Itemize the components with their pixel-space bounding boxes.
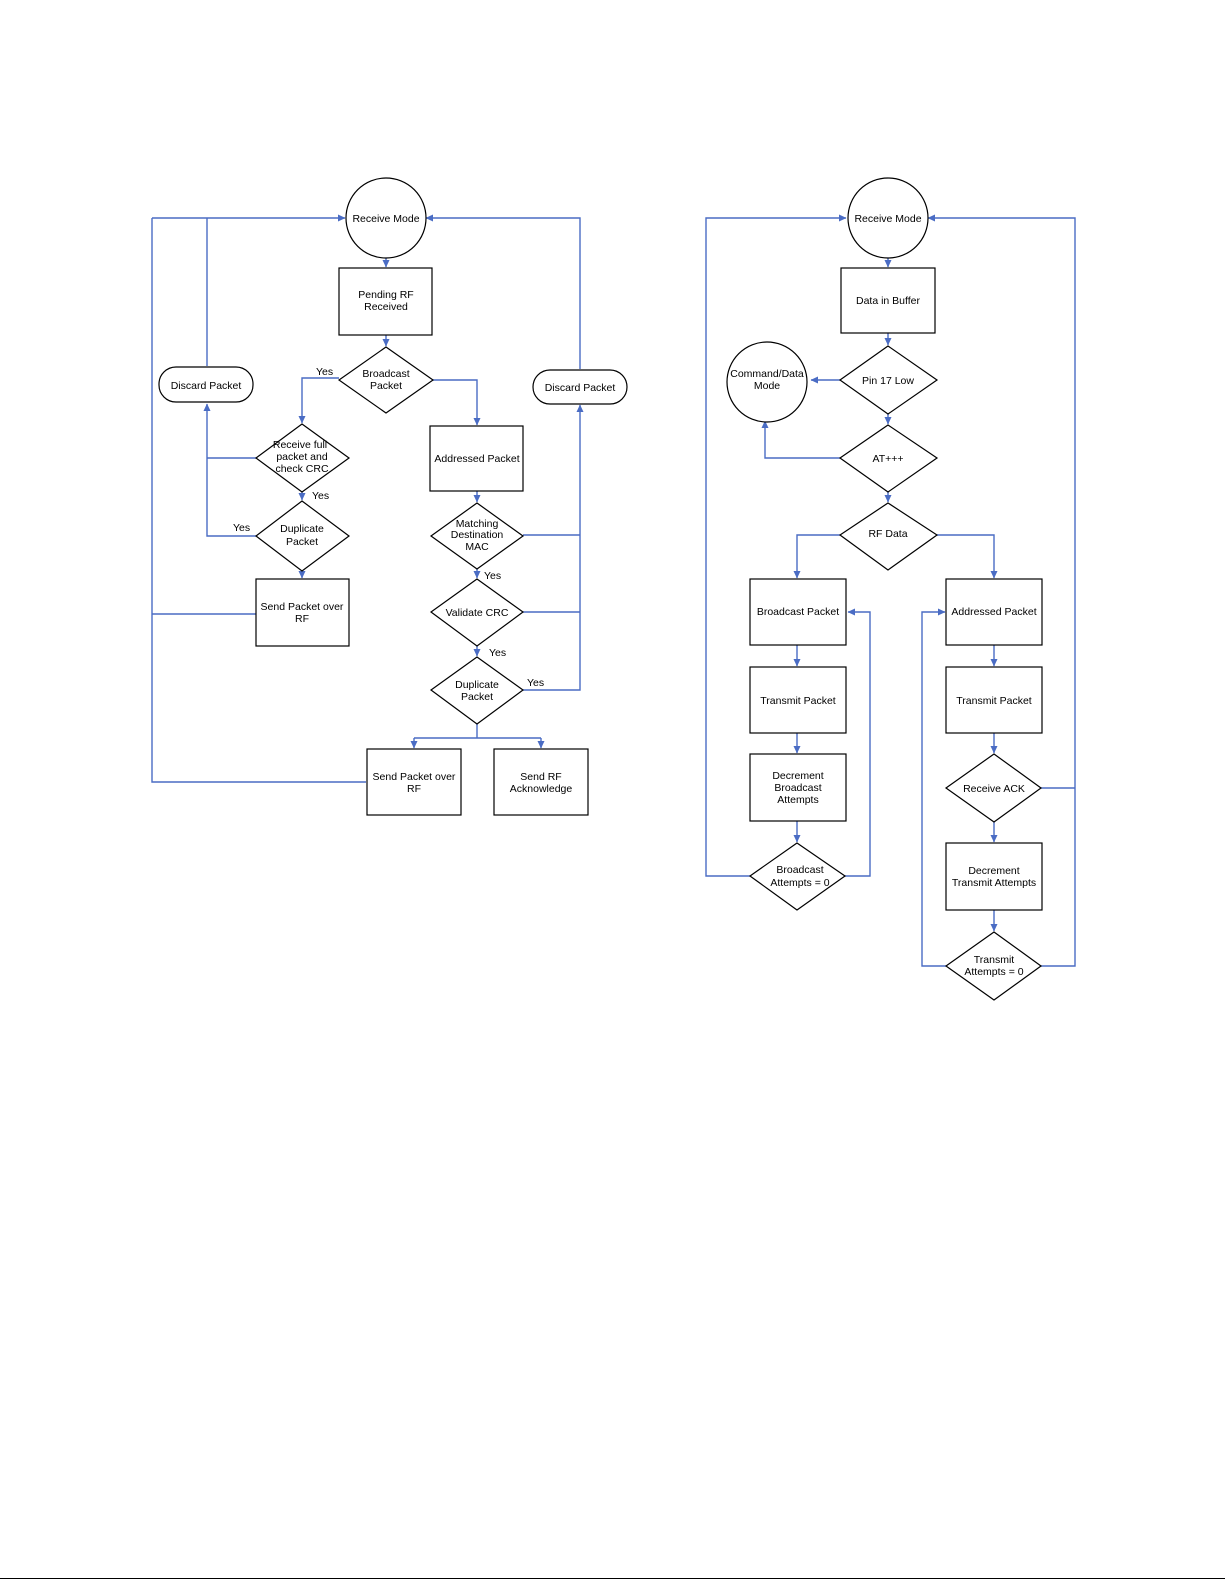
svg-text:Broadcast Packet: Broadcast Packet [757, 606, 839, 618]
svg-text:check CRC: check CRC [275, 463, 329, 475]
svg-text:Command/Data: Command/Data [730, 368, 804, 380]
yes-label: Yes [312, 490, 329, 502]
svg-text:Send RF: Send RF [520, 771, 561, 783]
svg-text:Packet: Packet [370, 380, 402, 392]
svg-text:Discard Packet: Discard Packet [171, 380, 242, 392]
svg-text:Mode: Mode [754, 380, 780, 392]
svg-text:Decrement: Decrement [772, 770, 823, 782]
decrement-broadcast-box: Decrement Broadcast Attempts [749, 753, 847, 822]
svg-text:RF: RF [295, 613, 309, 625]
svg-text:Attempts = 0: Attempts = 0 [770, 877, 829, 889]
rf-data-decision: RF Data [838, 502, 939, 571]
svg-text:Validate CRC: Validate CRC [446, 607, 509, 619]
receive-ack-decision: Receive ACK [944, 753, 1043, 823]
svg-text:Duplicate: Duplicate [455, 679, 499, 691]
matching-mac-decision: Matching Destination MAC [429, 502, 525, 570]
svg-text:Receive Mode: Receive Mode [854, 213, 921, 225]
pending-rf-received-box: Pending RF Received [338, 267, 433, 336]
svg-text:Transmit: Transmit [974, 954, 1015, 966]
send-rf-acknowledge-box: Send RF Acknowledge [493, 748, 589, 816]
discard-packet-right: Discard Packet [532, 369, 628, 405]
svg-text:AT+++: AT+++ [872, 453, 903, 465]
svg-text:Transmit Attempts: Transmit Attempts [952, 877, 1036, 889]
svg-text:Received: Received [364, 301, 408, 313]
svg-text:Addressed Packet: Addressed Packet [434, 453, 519, 465]
svg-text:Pending RF: Pending RF [358, 289, 413, 301]
svg-text:Receive full: Receive full [273, 439, 327, 451]
broadcast-packet-box: Broadcast Packet [749, 578, 847, 646]
addressed-packet-box: Addressed Packet [429, 425, 524, 492]
duplicate-packet-left-decision: Duplicate Packet [255, 500, 351, 572]
svg-text:Pin 17 Low: Pin 17 Low [862, 375, 914, 387]
transmit-packet-right-box: Transmit Packet [945, 666, 1043, 734]
decrement-transmit-box: Decrement Transmit Attempts [945, 842, 1043, 911]
svg-text:Broadcast: Broadcast [776, 864, 823, 876]
yes-labels-left: Yes Yes Yes Yes Yes Yes [233, 366, 544, 689]
yes-label: Yes [233, 522, 250, 534]
svg-text:RF Data: RF Data [868, 528, 907, 540]
discard-packet-left: Discard Packet [158, 366, 254, 403]
receive-full-packet-decision: Receive full packet and check CRC [254, 423, 351, 493]
yes-label: Yes [527, 677, 544, 689]
validate-crc-decision: Validate CRC [429, 578, 525, 647]
svg-text:Broadcast: Broadcast [362, 368, 409, 380]
svg-text:Decrement: Decrement [968, 865, 1019, 877]
duplicate-packet-right-decision: Duplicate Packet [429, 656, 525, 725]
right-flow-connectors [705, 214, 1076, 967]
broadcast-attempts-zero-decision: Broadcast Attempts = 0 [748, 842, 847, 911]
svg-text:Data in Buffer: Data in Buffer [856, 295, 921, 307]
svg-text:Matching: Matching [456, 518, 499, 530]
svg-text:Attempts = 0: Attempts = 0 [964, 966, 1023, 978]
svg-text:MAC: MAC [465, 541, 489, 553]
svg-text:Packet: Packet [461, 691, 493, 703]
send-packet-left-box: Send Packet over RF [255, 578, 350, 647]
svg-text:packet and: packet and [276, 451, 328, 463]
svg-text:Packet: Packet [286, 536, 318, 548]
broadcast-packet-decision: Broadcast Packet [337, 346, 435, 414]
svg-text:Send Packet over: Send Packet over [373, 771, 456, 783]
transmit-attempts-zero-decision: Transmit Attempts = 0 [944, 931, 1043, 1001]
svg-text:Discard Packet: Discard Packet [545, 382, 616, 394]
svg-text:Send Packet over: Send Packet over [261, 601, 344, 613]
yes-label: Yes [484, 570, 501, 582]
svg-text:Attempts: Attempts [777, 794, 818, 806]
data-in-buffer-box: Data in Buffer [840, 267, 936, 334]
left-flow-connectors [151, 214, 584, 783]
svg-text:Transmit Packet: Transmit Packet [956, 695, 1032, 707]
yes-label: Yes [489, 647, 506, 659]
command-data-mode-circle: Command/Data Mode [726, 341, 808, 423]
svg-text:Receive Mode: Receive Mode [352, 213, 419, 225]
page-bottom-rule [0, 1578, 1225, 1579]
transmit-packet-left-box: Transmit Packet [749, 666, 847, 734]
receive-mode-right: Receive Mode [847, 177, 929, 259]
addressed-packet-right-box: Addressed Packet [945, 578, 1043, 646]
pin17-low-decision: Pin 17 Low [838, 345, 939, 415]
svg-text:Receive ACK: Receive ACK [963, 783, 1025, 795]
svg-text:Addressed Packet: Addressed Packet [951, 606, 1036, 618]
svg-text:Acknowledge: Acknowledge [510, 783, 573, 795]
receive-mode-left: Receive Mode [345, 177, 427, 259]
at-plus-decision: AT+++ [838, 424, 939, 493]
svg-text:RF: RF [407, 783, 421, 795]
svg-text:Transmit Packet: Transmit Packet [760, 695, 836, 707]
send-packet-right-box: Send Packet over RF [366, 748, 462, 816]
svg-text:Broadcast: Broadcast [774, 782, 821, 794]
svg-text:Duplicate: Duplicate [280, 523, 324, 535]
svg-text:Destination: Destination [451, 529, 504, 541]
yes-label: Yes [316, 366, 333, 378]
